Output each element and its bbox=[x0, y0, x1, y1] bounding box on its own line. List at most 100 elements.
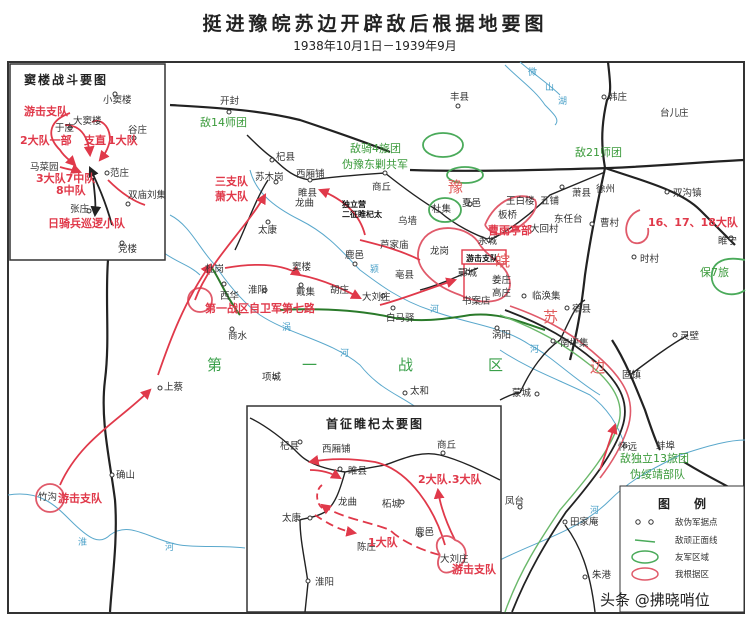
stronghold-marker-icon bbox=[562, 519, 568, 525]
inset-place-label: 双庙刘集 bbox=[128, 189, 167, 201]
inset-unit-label: 3大队7中队 bbox=[36, 171, 96, 185]
inset-title: 窦楼战斗要图 bbox=[24, 72, 108, 87]
guerrilla-flag-box bbox=[461, 249, 507, 265]
place-label: 龙曲 bbox=[295, 197, 314, 209]
inset-place-label: 柘城 bbox=[382, 498, 402, 510]
place-label: 西厢铺 bbox=[296, 168, 325, 180]
stronghold-marker-icon bbox=[440, 450, 446, 456]
inset-place-label: 睢县 bbox=[348, 465, 367, 477]
map-title: 挺进豫皖苏边开辟敌后根据地要图 bbox=[202, 12, 547, 35]
legend-label: 敌顽正面线 bbox=[675, 535, 718, 546]
stronghold-marker-icon bbox=[390, 305, 396, 311]
inset-doulou bbox=[9, 63, 166, 261]
place-label: 白马驿 bbox=[386, 312, 415, 324]
inset-unit-label: 游击支队 bbox=[452, 562, 497, 576]
stronghold-marker-icon bbox=[109, 472, 115, 478]
place-label: 东任台 bbox=[554, 213, 583, 225]
stronghold-marker-icon bbox=[486, 237, 492, 243]
place-label: 田家庵 bbox=[570, 516, 599, 528]
place-label: 五铺 bbox=[540, 195, 559, 207]
war-zone-label: 第 bbox=[207, 356, 222, 374]
stronghold-marker-icon bbox=[269, 157, 275, 163]
stronghold-marker-icon bbox=[631, 254, 637, 260]
inset-unit-label: 2大队一部 bbox=[20, 133, 72, 147]
place-label: 大回村 bbox=[530, 223, 559, 235]
war-zone-label: 战 bbox=[398, 356, 413, 374]
stronghold-marker-icon bbox=[494, 325, 500, 331]
stronghold-marker-icon bbox=[534, 391, 540, 397]
place-label: 睢县 bbox=[298, 187, 317, 199]
stronghold-marker-icon bbox=[221, 281, 227, 287]
place-label: 睢宁 bbox=[718, 235, 737, 247]
stronghold-marker-icon bbox=[465, 269, 471, 275]
stronghold-marker-icon bbox=[265, 219, 271, 225]
place-label: 涡阳 bbox=[492, 330, 511, 341]
legend-label: 敌伪军据点 bbox=[675, 517, 718, 528]
enemy-unit-label: 保7旅 bbox=[700, 265, 729, 279]
legend-label: 友军区域 bbox=[675, 552, 710, 563]
stronghold-dot-icon bbox=[635, 519, 654, 525]
watermark: 头条 @拂晓哨位 bbox=[600, 591, 710, 609]
inset-unit-label: 日骑兵巡逻小队 bbox=[48, 216, 126, 230]
place-label: 怀远 bbox=[618, 441, 638, 453]
inset-place-label: 大刘庄 bbox=[440, 553, 469, 565]
our-unit-label: 三支队 bbox=[215, 174, 249, 188]
stronghold-marker-icon bbox=[728, 235, 734, 241]
our-unit-label: 游击支队 bbox=[466, 253, 499, 263]
inset-unit-label: 2大队.3大队 bbox=[418, 472, 482, 486]
place-label: 高庄 bbox=[492, 287, 512, 299]
stronghold-marker-icon bbox=[104, 170, 110, 176]
map-frame bbox=[7, 61, 745, 614]
river-label: 河 bbox=[530, 343, 539, 355]
place-label: 蚌埠 bbox=[656, 440, 676, 452]
place-label: 杜岗 bbox=[205, 263, 224, 275]
inset-title: 首征睢杞太要图 bbox=[326, 416, 424, 431]
place-label: 南坪集 bbox=[560, 337, 589, 349]
stronghold-marker-icon bbox=[229, 326, 235, 332]
stronghold-marker-icon bbox=[307, 515, 313, 521]
river-label: 河 bbox=[340, 347, 349, 359]
region-label: 苏 bbox=[543, 308, 558, 326]
place-label: 萧县 bbox=[572, 187, 591, 199]
stronghold-marker-icon bbox=[119, 240, 125, 246]
stronghold-marker-icon bbox=[298, 282, 304, 288]
region-label: 豫 bbox=[448, 178, 463, 196]
inset-place-label: 淮阳 bbox=[315, 577, 334, 588]
enemy-unit-label: 敌骑4旅团 bbox=[350, 141, 401, 155]
front-line-icon bbox=[634, 539, 656, 543]
stronghold-marker-icon bbox=[601, 94, 607, 100]
place-label: 板桥 bbox=[498, 209, 518, 221]
stronghold-marker-icon bbox=[157, 385, 163, 391]
inset-unit-label: 游击支队 bbox=[24, 104, 69, 118]
our-unit-label: 游击支队 bbox=[58, 491, 103, 505]
note-label: 二征睢杞太 bbox=[342, 209, 383, 219]
inset-unit-label: 1大队 bbox=[108, 133, 139, 147]
inset-place-label: 大窦楼 bbox=[73, 115, 102, 127]
inset-place-label: 党楼 bbox=[118, 243, 138, 255]
stronghold-marker-icon bbox=[273, 179, 279, 185]
place-label: 竹沟 bbox=[38, 491, 57, 503]
place-label: 太康 bbox=[258, 224, 278, 236]
stronghold-marker-icon bbox=[564, 305, 570, 311]
stronghold-marker-icon bbox=[307, 177, 313, 183]
place-label: 商丘 bbox=[372, 181, 392, 193]
legend-label: 我根据区 bbox=[675, 569, 710, 580]
inset-place-label: 鹿邑 bbox=[415, 526, 434, 538]
river-label: 河 bbox=[430, 303, 439, 315]
inset-place-label: 西厢铺 bbox=[322, 443, 351, 455]
map-labels: 开封杞县苏木岗西厢铺睢县龙曲商丘太康丰县韩庄台儿庄夏邑杜集王白楼五铺萧县徐州双沟… bbox=[20, 66, 739, 588]
enemy-unit-label: 敌独立13旅团 bbox=[620, 451, 689, 465]
place-label: 戴集 bbox=[296, 286, 316, 298]
inset-place-label: 小窦楼 bbox=[103, 94, 132, 106]
our-unit-label: 16、17、18大队 bbox=[648, 215, 739, 229]
inset-suiqitai bbox=[246, 405, 502, 613]
place-label: 朱港 bbox=[592, 569, 612, 581]
place-label: 杞县 bbox=[276, 151, 295, 163]
place-label: 姜庄 bbox=[492, 274, 512, 286]
inset-place-label: 杞县 bbox=[280, 440, 299, 452]
stronghold-marker-icon bbox=[589, 221, 595, 227]
inset-place-label: 范庄 bbox=[110, 167, 130, 179]
stronghold-marker-icon bbox=[399, 499, 405, 505]
place-label: 西华 bbox=[220, 290, 240, 302]
place-label: 胡庄 bbox=[330, 284, 350, 296]
